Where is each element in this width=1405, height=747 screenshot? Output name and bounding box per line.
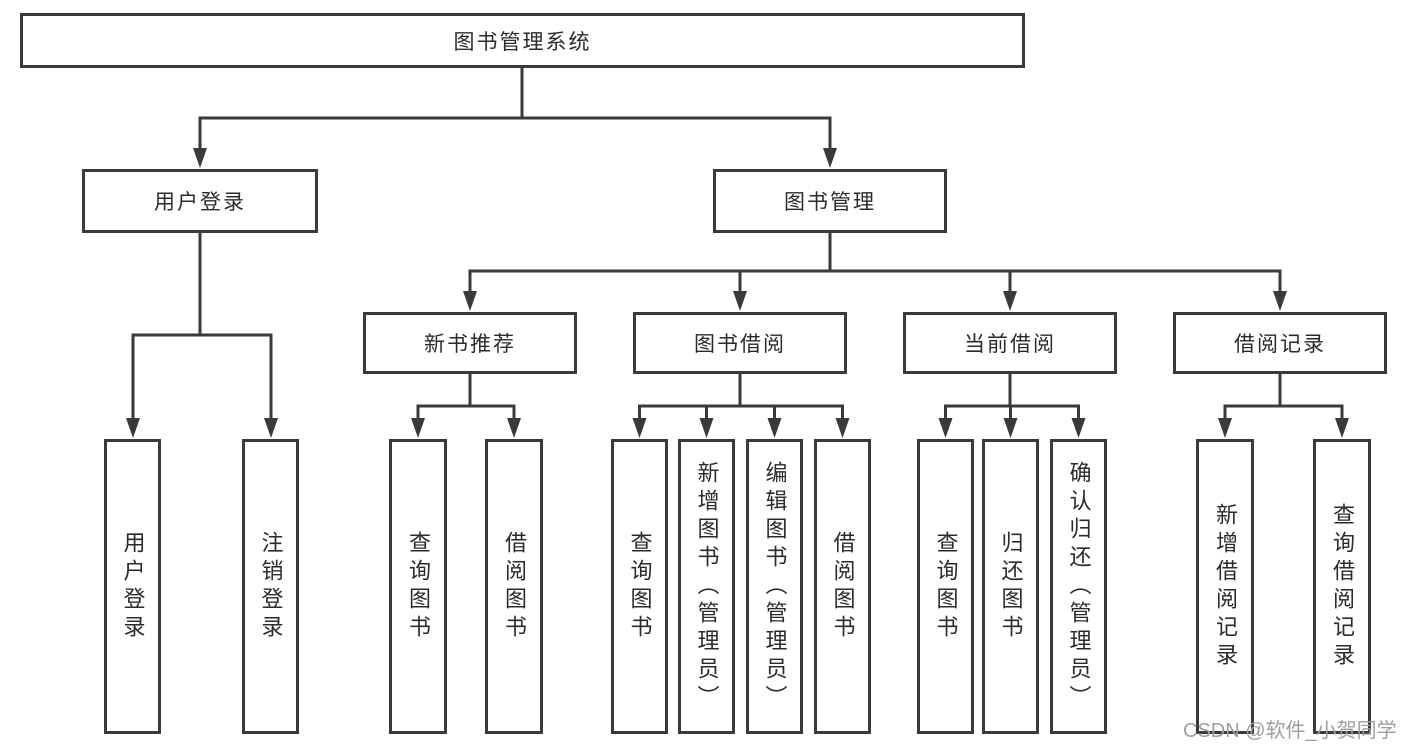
node-label: 当前借阅 — [964, 333, 1056, 356]
leaf-query-books-current: 查询图书 — [917, 439, 974, 734]
node-label: 图书借阅 — [694, 333, 786, 356]
leaf-confirm-return-admin: 确认归还（管理员） — [1050, 439, 1107, 734]
node-label: 新增借阅记录 — [1213, 502, 1238, 671]
leaf-query-books-borrow: 查询图书 — [611, 439, 668, 734]
node-label: 查询图书 — [933, 530, 959, 643]
node-label: 确认归还（管理员） — [1066, 460, 1092, 713]
node-label: 借阅记录 — [1234, 333, 1326, 356]
leaf-add-book-admin: 新增图书（管理员） — [678, 439, 735, 734]
leaf-borrow-books-recommend: 借阅图书 — [485, 439, 543, 734]
node-new-book-recommendation: 新书推荐 — [363, 312, 577, 374]
node-label: 查询借阅记录 — [1330, 502, 1355, 671]
node-label: 借阅图书 — [502, 530, 527, 643]
node-library-management-system: 图书管理系统 — [20, 13, 1025, 68]
node-label: 查询图书 — [406, 530, 431, 643]
leaf-edit-book-admin: 编辑图书（管理员） — [746, 439, 803, 734]
node-borrowing-records: 借阅记录 — [1173, 312, 1387, 374]
node-label: 用户登录 — [120, 530, 146, 643]
node-label: 注销登录 — [258, 530, 284, 643]
node-book-borrowing: 图书借阅 — [633, 312, 847, 374]
node-book-management: 图书管理 — [713, 169, 947, 233]
node-label: 用户登录 — [154, 191, 246, 214]
node-label: 编辑图书（管理员） — [762, 460, 788, 713]
leaf-add-borrow-record: 新增借阅记录 — [1196, 439, 1254, 734]
leaf-query-books-recommend: 查询图书 — [389, 439, 447, 734]
leaf-return-books: 归还图书 — [982, 439, 1039, 734]
node-label: 图书管理 — [784, 191, 876, 214]
node-current-borrowing: 当前借阅 — [903, 312, 1117, 374]
leaf-logout: 注销登录 — [242, 439, 299, 734]
node-label: 新增图书（管理员） — [694, 460, 720, 713]
node-label: 新书推荐 — [424, 333, 516, 356]
node-label: 归还图书 — [998, 530, 1024, 643]
leaf-user-login: 用户登录 — [104, 439, 161, 734]
node-label: 图书管理系统 — [453, 30, 592, 54]
node-label: 借阅图书 — [830, 530, 856, 643]
node-user-login: 用户登录 — [82, 169, 318, 233]
node-label: 查询图书 — [627, 530, 653, 643]
watermark: CSDN @软件_小贺同学 — [1183, 720, 1397, 742]
leaf-borrow-books: 借阅图书 — [814, 439, 871, 734]
leaf-query-borrow-record: 查询借阅记录 — [1313, 439, 1371, 734]
